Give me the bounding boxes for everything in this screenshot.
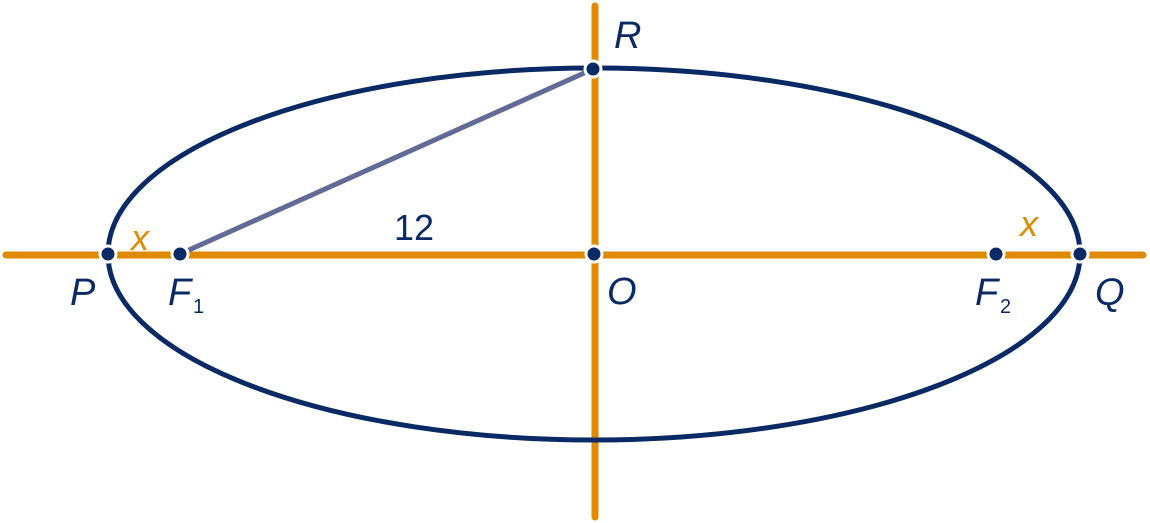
label-r: R (614, 15, 641, 57)
point-o (584, 244, 604, 264)
label-f2: F (975, 272, 1000, 314)
point-f1 (170, 244, 190, 264)
label-x-right: x (1018, 203, 1040, 244)
label-f1-subscript: 1 (193, 296, 204, 318)
point-r (583, 59, 603, 79)
label-x-left: x (129, 217, 151, 258)
label-q: Q (1095, 272, 1125, 314)
label-o: O (607, 271, 637, 313)
segment-f1-r (177, 66, 596, 257)
label-p: P (70, 272, 96, 314)
label-length-12: 12 (394, 207, 434, 248)
point-p (98, 244, 118, 264)
point-q (1070, 244, 1090, 264)
point-f2 (986, 244, 1006, 264)
label-f1: F (168, 272, 193, 314)
label-f2-subscript: 2 (1000, 296, 1011, 318)
